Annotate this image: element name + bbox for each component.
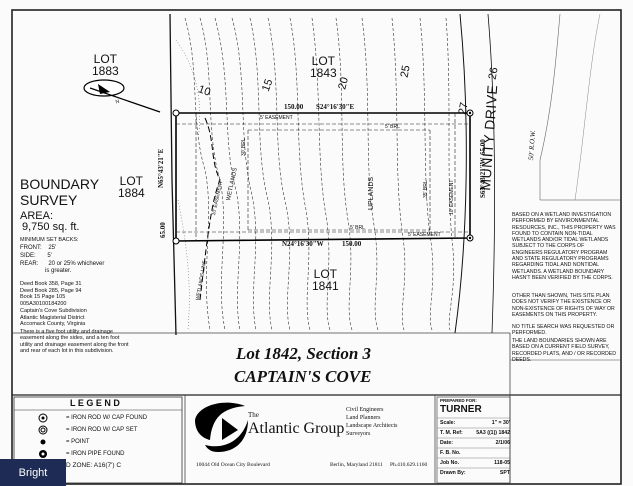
east-distance: 65.00: [479, 139, 487, 155]
contour-26: 26: [486, 66, 501, 81]
plat-title-line1: Lot 1842, Section 3: [236, 344, 372, 363]
area-label: AREA:: [20, 210, 54, 222]
easement-10-east-label: 10' EASEMENT: [449, 179, 455, 215]
west-bearing: N65°43'21"E: [157, 148, 165, 188]
contour-27: 27: [456, 101, 471, 116]
iron-rod-found-icon: [20, 413, 66, 423]
title-block-row: Drawn By:SPT: [440, 470, 510, 476]
legend-item: = POINT: [20, 436, 90, 447]
legend-item: = IRON ROD W/ CAP FOUND: [20, 412, 147, 423]
prepared-for-label: PREPARED FOR:: [440, 398, 477, 403]
north-bearing: S24°16'30"E: [316, 103, 355, 111]
company-phone: Ph.410.629.1160: [390, 462, 428, 468]
point-icon: [20, 437, 66, 447]
brl-35-label: 35' BRL: [423, 180, 429, 198]
survey-title: BOUNDARY SURVEY: [20, 176, 100, 208]
setbacks-title: MINIMUM SET BACKS:: [20, 237, 79, 243]
title-search-note: NO TITLE SEARCH WAS REQUESTED OR PERFORM…: [512, 324, 615, 337]
contour-lines: [184, 17, 455, 331]
easement-top-label: 5' EASEMENT: [260, 115, 293, 121]
area-value: 9,750 sq. ft.: [22, 221, 80, 233]
brl-30-label: 30' BRL: [241, 138, 247, 156]
lot-1841-label: LOT 1841: [312, 267, 339, 293]
title-block-row: F. B. No.: [440, 450, 461, 456]
deed-references: Deed Book 358, Page 31 Deed Book 285, Pa…: [20, 281, 82, 307]
west-distance: 65.00: [159, 222, 167, 238]
legend-heading: L E G E N D: [70, 398, 120, 408]
north-arrow-icon: [83, 79, 161, 113]
brl-bottom-label: 5' BRL: [350, 225, 365, 231]
iron-pipe-found-icon: [20, 449, 66, 459]
south-bearing: N24°16'30"W: [282, 240, 324, 248]
subdivision-info: Captain's Cove Subdivision Atlantic Magi…: [20, 308, 87, 327]
wetland-note: BASED ON A WETLAND INVESTIGATION PERFORM…: [512, 212, 616, 281]
title-block-row: Job No.118-05: [440, 460, 510, 466]
legend-item: = IRON PIPE FOUND: [20, 448, 125, 459]
company-city: Berlin, Maryland 21811: [330, 462, 383, 468]
company-address: 10044 Old Ocean City Boulevard: [196, 462, 270, 468]
iron-rod-set-icon: [20, 425, 66, 435]
land-boundary-note: THE LAND BOUNDARIES SHOWN ARE BASED ON A…: [512, 338, 616, 363]
east-bearing: S65°43'21"W: [479, 157, 487, 198]
flood-zone: D ZONE: A16(7') C: [66, 462, 122, 469]
lot-1883-label: LOT 1883: [92, 52, 119, 78]
client-name: TURNER: [440, 404, 482, 415]
uplands-label: UPLANDS: [368, 176, 375, 210]
atlantic-group-logo-icon: [195, 402, 248, 452]
setback-front: FRONT: 25': [20, 245, 57, 251]
easement-note: There is a five foot utility and drainag…: [20, 329, 129, 355]
company-services: Civil Engineers Land Planners Landscape …: [346, 407, 398, 437]
title-block-row: Scale:1" = 30': [440, 420, 510, 426]
watermark-badge: Bright: [0, 459, 66, 486]
lot-1884-label: LOT 1884: [118, 174, 145, 200]
setback-rear: REAR: 20 or 25% whichever is greater.: [20, 261, 105, 274]
lot-boundary: [175, 112, 471, 242]
company-the: The: [248, 411, 259, 419]
brl-top-label: 5' BRL: [385, 124, 400, 130]
setback-side: SIDE: 5': [20, 253, 52, 259]
sheet-border: [11, 9, 622, 485]
south-distance: 150.00: [342, 240, 362, 248]
north-distance: 150.00: [284, 103, 304, 111]
plat-title-line2: CAPTAIN'S COVE: [234, 367, 372, 386]
title-block-row: Date:2/1/06: [440, 440, 510, 446]
legend-item: = IRON ROD W/ CAP SET: [20, 424, 137, 435]
contour-25: 25: [398, 64, 413, 79]
other-note: OTHER THAN SHOWN, THIS SITE PLAN DOES NO…: [512, 293, 615, 318]
title-block-row: T. M. Ref:5A3 ((1)) 1842: [440, 430, 510, 436]
lot-1843-label: LOT 1843: [310, 54, 337, 80]
easement-bottom-label: 5' EASEMENT: [408, 232, 441, 238]
company-name: Atlantic Group: [248, 420, 345, 437]
